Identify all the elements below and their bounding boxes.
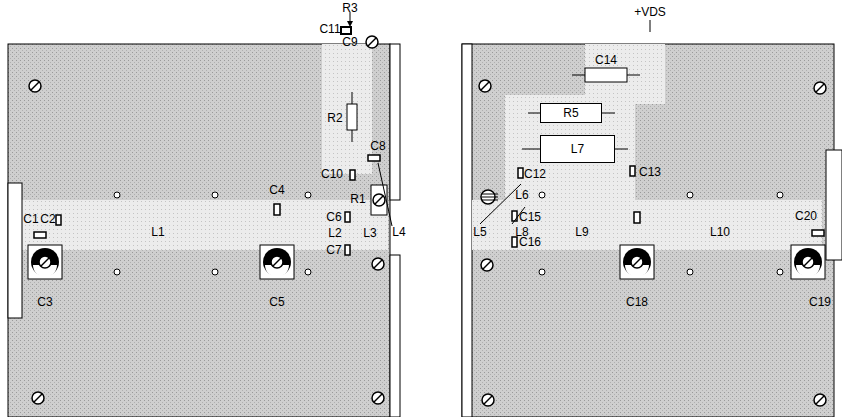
part-label: L9 — [575, 226, 588, 238]
part-name: R5 — [563, 107, 578, 119]
part-label: L1 — [151, 226, 164, 238]
part-label: C12 — [524, 168, 546, 180]
part-label: L6 — [515, 189, 528, 201]
part-label: R3 — [342, 2, 357, 14]
component-box: L7 — [540, 135, 615, 163]
part-label: C9 — [342, 36, 357, 48]
part-name: L7 — [571, 143, 584, 155]
part-label: L2 — [328, 227, 341, 239]
part-label: C6 — [326, 211, 341, 223]
part-label: C14 — [595, 54, 617, 66]
part-label: C15 — [519, 211, 541, 223]
part-label: C16 — [519, 236, 541, 248]
part-label: C8 — [370, 140, 385, 152]
part-label: C13 — [639, 166, 661, 178]
part-label: L10 — [710, 226, 730, 238]
part-label: L4 — [392, 226, 405, 238]
part-label: C10 — [321, 168, 343, 180]
part-label: C1 — [23, 213, 38, 225]
part-label: R2 — [327, 112, 342, 124]
part-label: C19 — [809, 296, 831, 308]
part-label: C4 — [269, 184, 284, 196]
part-label: C20 — [795, 210, 817, 222]
part-label: C7 — [326, 244, 341, 256]
part-label: C5 — [269, 296, 284, 308]
part-label: +VDS — [634, 6, 666, 18]
part-label: C2 — [40, 213, 55, 225]
component-box: R5 — [540, 103, 602, 123]
part-label: C11 — [319, 23, 340, 35]
part-label: R1 — [350, 193, 365, 205]
part-label: L3 — [363, 227, 376, 239]
part-label: C18 — [626, 296, 648, 308]
part-label: L5 — [473, 226, 486, 238]
part-label: C3 — [37, 296, 52, 308]
